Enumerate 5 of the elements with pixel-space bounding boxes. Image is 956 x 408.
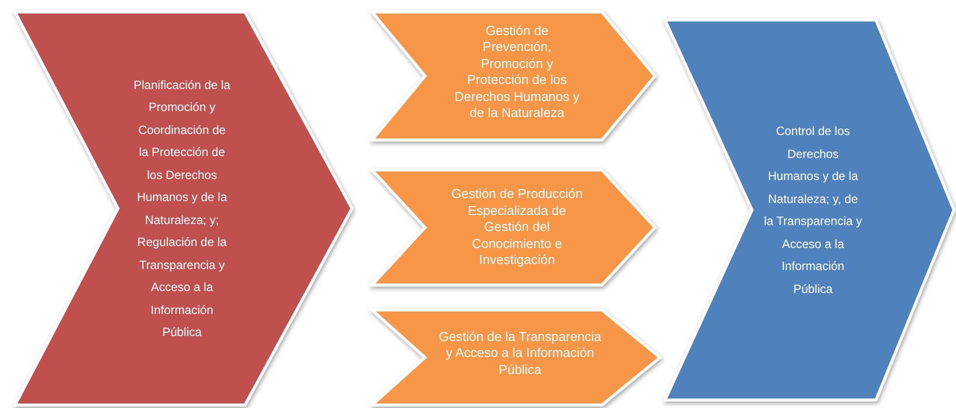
step-label: Gestión de la Transparencia y Acceso a la Información Pública	[438, 328, 602, 378]
step-label: Control de los Derechos Humanos y de la Naturaleza; y, de la Transparencia y Acceso a la Información Pública	[763, 123, 863, 298]
step-label: Gestión de Producción Especializada de Gestión del Conocimiento e Investigación	[450, 186, 584, 269]
step-label: Planificación de la Promoción y Coordinación de la Protección de los Derechos Humanos y de la Naturaleza; y; Regulación de la Transparencia y Acceso a la Información Pública	[132, 76, 232, 341]
step-label: Gestión de Prevención, Promoción y Protección de los Derechos Humanos y de la Naturaleza	[454, 22, 580, 122]
